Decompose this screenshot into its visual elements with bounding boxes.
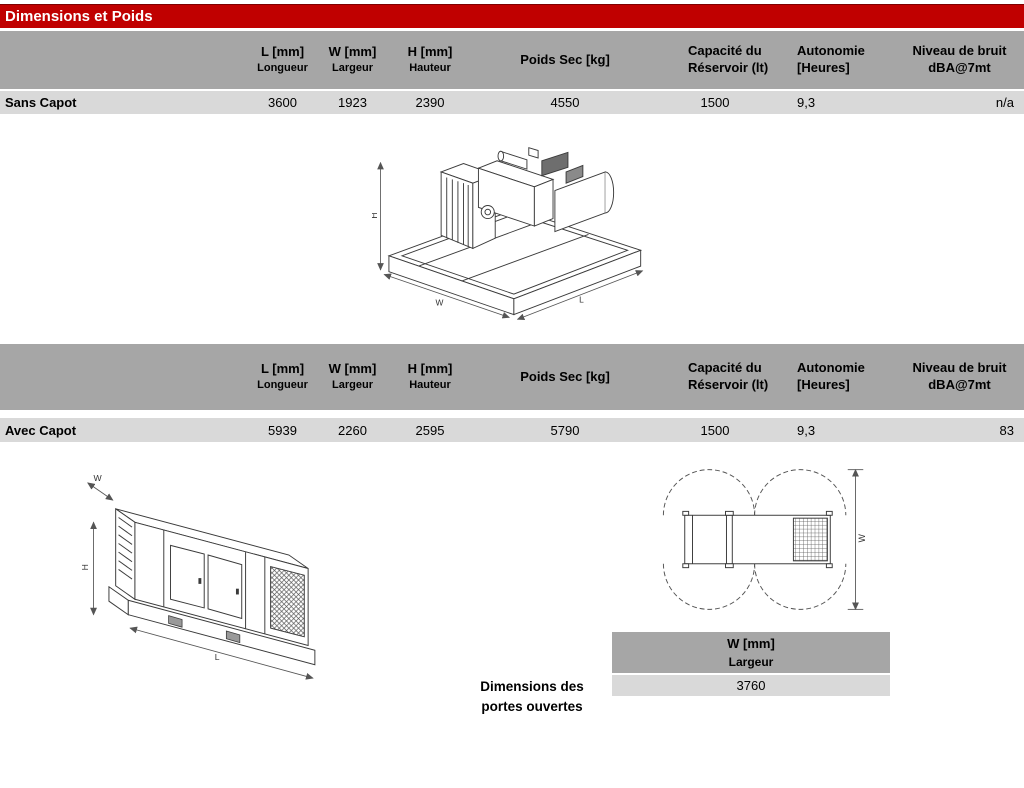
doors-open-caption: Dimensions des portes ouvertes [462,677,602,717]
value-noise-level: n/a [995,95,1014,110]
doors-open-width-value: 3760 [612,675,890,696]
value-height: 2595 [415,422,445,438]
col-header-noise-level: Niveau de bruit dBA@7mt [912,43,1007,75]
doors-table-header: W [mm] Largeur [612,632,890,673]
value-length: 3600 [268,95,297,110]
dim-l-label: L [579,294,584,304]
doors-caption-line2: portes ouvertes [481,699,583,714]
col-header-length: L [mm] Longueur [257,44,308,75]
col-header-tank-capacity: Capacité du Réservoir (lt) [688,360,769,392]
value-height: 2390 [415,95,445,110]
col-header-height: H [mm] Hauteur [407,361,453,392]
section-title: Dimensions et Poids [0,4,1024,28]
col-header-noise-level: Niveau de bruit dBA@7mt [912,360,1007,392]
dim-w-label: W [436,297,444,307]
value-autonomy: 9,3 [797,422,816,438]
value-dry-weight: 5790 [550,422,580,438]
value-noise-level: 83 [999,422,1014,438]
value-width: 2260 [338,422,367,438]
row-header-spacer [0,344,240,410]
col-header-dry-weight: Poids Sec [kg] [520,51,610,67]
col-header-autonomy: Autonomie [Heures] [797,43,865,75]
value-width: 1923 [338,95,367,110]
dim-h-label: H [82,564,90,570]
value-tank-capacity: 1500 [700,95,730,110]
dim-l-label: L [215,652,220,662]
doors-col-header-line1: W [mm] [727,635,775,651]
canopy-genset-drawing: W H L [82,450,337,686]
value-length: 5939 [268,422,297,438]
value-autonomy: 9,3 [797,95,816,110]
value-dry-weight: 4550 [550,95,580,110]
col-header-tank-capacity: Capacité du Réservoir (lt) [688,43,769,75]
dim-w-label: W [94,473,103,483]
open-genset-drawing: H L W [372,116,652,323]
col-header-autonomy: Autonomie [Heures] [797,360,865,392]
doors-caption-line1: Dimensions des [480,679,584,694]
col-header-width: W [mm] Largeur [328,361,377,392]
spec-row-sans-capot: Sans Capot 3600 1923 2390 4550 1500 9,3 … [0,91,1024,114]
row-label: Sans Capot [5,95,77,110]
dim-h-label: H [372,213,379,219]
col-header-length: L [mm] Longueur [257,361,308,392]
open-doors-top-view-drawing: W [644,455,872,625]
doors-open-width-table: W [mm] Largeur 3760 [612,632,890,696]
row-header-spacer [0,31,240,89]
spec-table-sans-capot: L [mm] Longueur W [mm] Largeur H [mm] Ha… [0,31,1024,114]
spec-table-avec-capot: L [mm] Longueur W [mm] Largeur H [mm] Ha… [0,344,1024,442]
col-header-dry-weight: Poids Sec [kg] [520,368,610,384]
dim-w-label: W [857,533,867,542]
row-label: Avec Capot [5,422,77,438]
spec-table-header: L [mm] Longueur W [mm] Largeur H [mm] Ha… [0,31,1024,89]
doors-col-header-line2: Largeur [728,654,774,669]
spec-table-header: L [mm] Longueur W [mm] Largeur H [mm] Ha… [0,344,1024,410]
value-tank-capacity: 1500 [700,422,730,438]
spec-row-avec-capot: Avec Capot 5939 2260 2595 5790 1500 9,3 … [0,418,1024,442]
col-header-width: W [mm] Largeur [328,44,377,75]
col-header-height: H [mm] Hauteur [407,44,453,75]
